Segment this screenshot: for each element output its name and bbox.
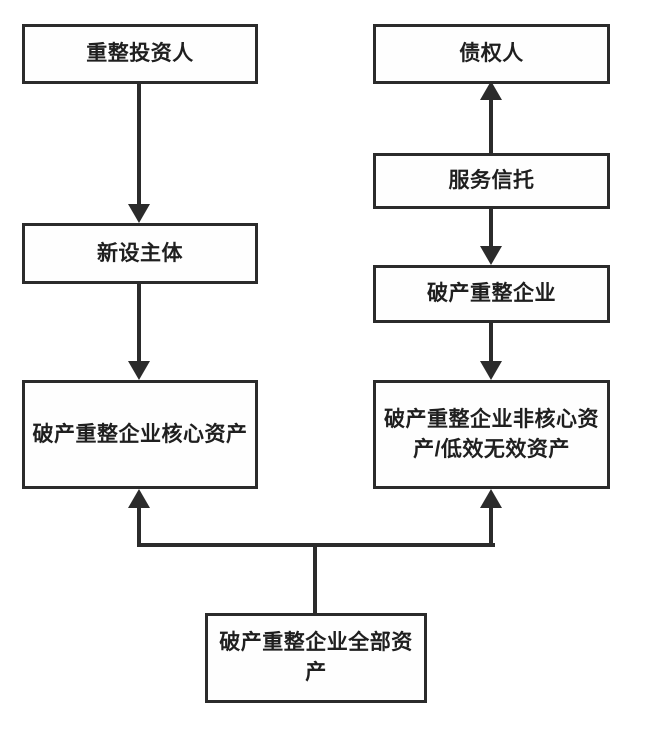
edge-bankrupt-enterprise-to-non-core-assets-arrowhead [480, 361, 502, 380]
node-creditor[interactable]: 债权人 [373, 24, 610, 84]
node-reorg-investor-label: 重整投资人 [86, 42, 194, 66]
node-non-core-assets[interactable]: 破产重整企业非核心资产/低效无效资产 [373, 380, 610, 489]
edge-new-entity-to-core-assets-arrowhead [128, 361, 150, 380]
edge-service-trust-to-creditor-stem [489, 100, 493, 156]
edge-all-assets-stem [313, 545, 317, 615]
node-bankrupt-enterprise[interactable]: 破产重整企业 [373, 265, 610, 323]
node-core-assets[interactable]: 破产重整企业核心资产 [22, 380, 258, 489]
node-core-assets-label: 破产重整企业核心资产 [32, 422, 248, 446]
node-reorg-investor[interactable]: 重整投资人 [22, 24, 258, 84]
edge-new-entity-to-core-assets-stem [137, 282, 141, 362]
node-all-assets-label: 破产重整企业全部资产 [219, 631, 413, 684]
edge-all-assets-bus [137, 543, 495, 547]
edge-service-trust-to-creditor-arrowhead [480, 81, 502, 100]
edge-reorg-investor-to-new-entity-stem [137, 83, 141, 206]
edge-all-assets-to-non-core-assets-leg [489, 508, 493, 545]
edge-all-assets-to-core-assets-arrowhead [128, 489, 150, 508]
edge-all-assets-to-core-assets-leg [137, 508, 141, 545]
edge-all-assets-to-non-core-assets-arrowhead [480, 489, 502, 508]
node-new-entity[interactable]: 新设主体 [22, 223, 258, 284]
edge-bankrupt-enterprise-to-non-core-assets-stem [489, 322, 493, 362]
node-creditor-label: 债权人 [459, 42, 524, 66]
node-service-trust[interactable]: 服务信托 [373, 153, 610, 209]
node-all-assets[interactable]: 破产重整企业全部资产 [205, 613, 427, 703]
edge-service-trust-to-bankrupt-enterprise-arrowhead [480, 246, 502, 265]
node-service-trust-label: 服务信托 [448, 169, 535, 193]
edge-reorg-investor-to-new-entity-arrowhead [128, 204, 150, 223]
edge-service-trust-to-bankrupt-enterprise-stem [489, 207, 493, 249]
node-bankrupt-enterprise-label: 破产重整企业 [427, 282, 556, 306]
node-new-entity-label: 新设主体 [97, 241, 183, 265]
node-non-core-assets-label: 破产重整企业非核心资产/低效无效资产 [384, 407, 599, 461]
